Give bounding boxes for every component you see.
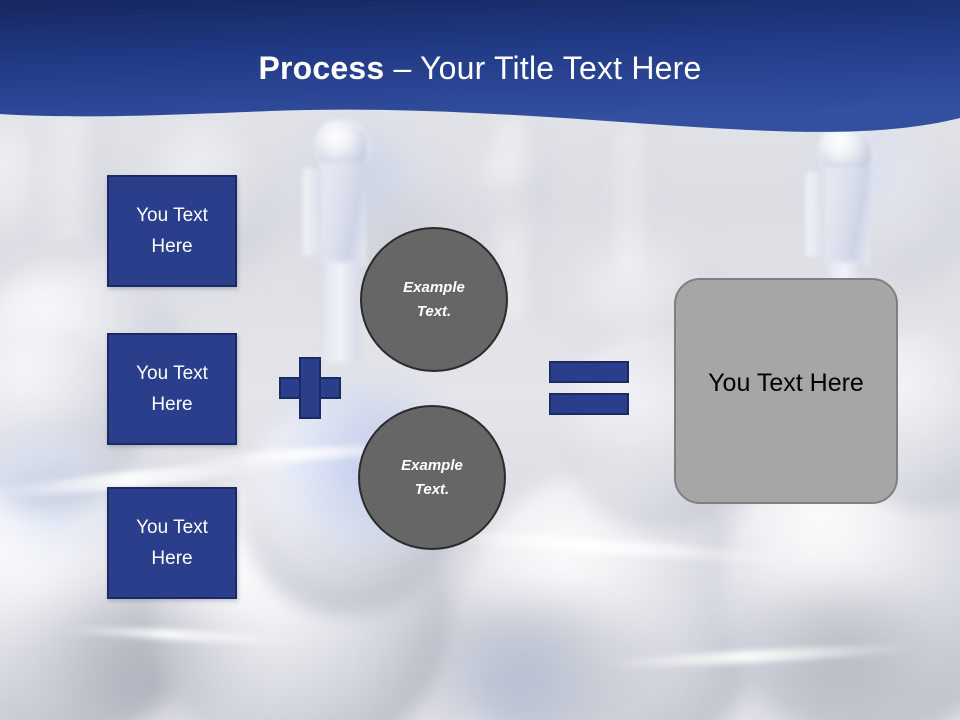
example-circle-1[interactable]: Example Text. <box>360 227 508 372</box>
input-box-3[interactable]: You Text Here <box>107 487 237 599</box>
result-box[interactable]: You Text Here <box>674 278 898 504</box>
equals-icon-top-bar <box>549 361 629 383</box>
input-box-3-label: You Text Here <box>136 512 208 575</box>
background-body <box>600 125 658 275</box>
input-box-1-line1: You Text <box>136 204 208 226</box>
title-banner: Process – Your Title Text Here <box>0 0 960 145</box>
input-box-2-line2: Here <box>151 394 193 415</box>
input-box-3-line1: You Text <box>136 516 208 538</box>
input-box-1-line2: Here <box>151 236 193 257</box>
example-circle-1-line2: Text. <box>416 302 452 320</box>
background-figure-legs <box>325 262 359 362</box>
background-shadow <box>0 600 260 720</box>
plus-icon-vertical-bar <box>299 357 321 419</box>
background-figure-arm <box>806 172 823 257</box>
equals-icon-bottom-bar <box>549 393 629 415</box>
example-circle-1-line1: Example <box>403 278 465 296</box>
example-circle-2[interactable]: Example Text. <box>358 405 506 550</box>
background-figure-torso <box>320 162 366 267</box>
input-box-1-label: You Text Here <box>136 200 208 263</box>
input-box-2-line1: You Text <box>136 362 208 384</box>
input-box-2[interactable]: You Text Here <box>107 333 237 445</box>
background-blue-sheen <box>440 620 600 720</box>
title-banner-shape <box>0 0 960 132</box>
example-circle-2-line2: Text. <box>414 480 450 498</box>
input-box-1[interactable]: You Text Here <box>107 175 237 287</box>
example-circle-1-label: Example Text. <box>403 276 465 324</box>
background-orb <box>478 145 546 213</box>
example-circle-2-label: Example Text. <box>401 454 463 502</box>
background-figure-arm <box>303 168 320 256</box>
input-box-3-line2: Here <box>151 548 193 569</box>
example-circle-2-line1: Example <box>401 456 463 474</box>
result-box-label: You Text Here <box>708 368 864 397</box>
plus-icon <box>279 357 341 419</box>
input-box-2-label: You Text Here <box>136 358 208 421</box>
background-body <box>30 115 108 245</box>
background-figure-torso <box>824 167 870 267</box>
equals-icon <box>549 361 629 415</box>
